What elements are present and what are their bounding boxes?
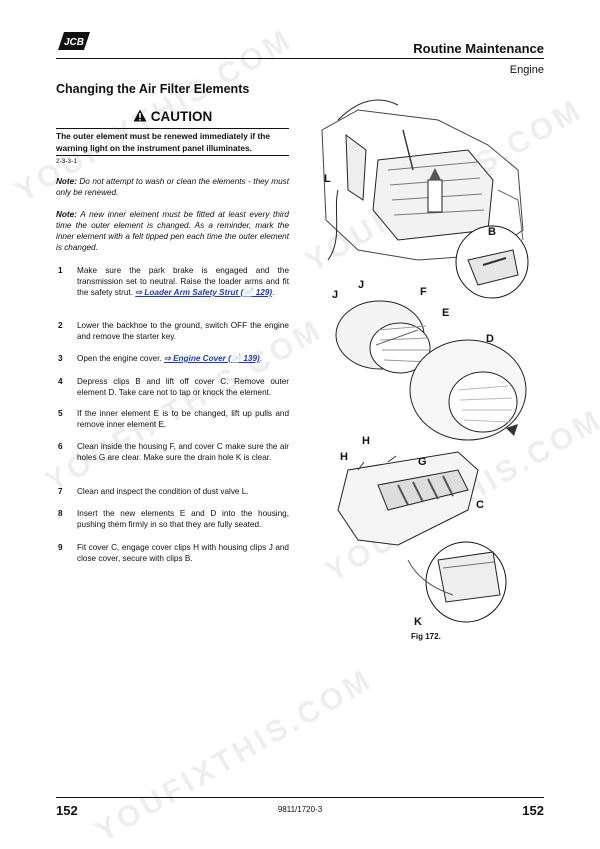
step-item: 5 If the inner element E is to be change… bbox=[58, 409, 289, 429]
svg-text:G: G bbox=[418, 456, 427, 468]
svg-text:K: K bbox=[414, 616, 422, 628]
step-item: 6 Clean inside the housing F, and cover … bbox=[58, 442, 289, 462]
warning-icon bbox=[133, 109, 147, 122]
svg-text:J: J bbox=[358, 279, 364, 291]
header-divider bbox=[56, 58, 544, 59]
svg-text:JCB: JCB bbox=[64, 37, 84, 48]
page-header-subtitle: Engine bbox=[509, 64, 544, 76]
figure-caption: Fig 172. bbox=[411, 632, 441, 641]
page-number-left: 152 bbox=[56, 803, 78, 818]
svg-text:C: C bbox=[476, 499, 484, 511]
jcb-logo: JCB bbox=[58, 32, 90, 50]
watermark: YOUFIXTHIS.COM bbox=[90, 662, 379, 849]
svg-text:F: F bbox=[420, 286, 427, 298]
section-title: Changing the Air Filter Elements bbox=[56, 82, 250, 96]
caution-text: The outer element must be renewed immedi… bbox=[56, 131, 270, 153]
svg-text:H: H bbox=[362, 435, 370, 447]
caution-label: CAUTION bbox=[150, 109, 213, 124]
svg-text:D: D bbox=[486, 333, 494, 345]
note: Note: A new inner element must be fitted… bbox=[56, 210, 289, 252]
svg-text:H: H bbox=[340, 451, 348, 463]
step-item: 1 Make sure the park brake is engaged an… bbox=[58, 266, 289, 297]
svg-text:J: J bbox=[332, 289, 338, 301]
svg-text:E: E bbox=[442, 307, 449, 319]
document-number: 9811/1720-3 bbox=[277, 805, 323, 814]
page-header-title: Routine Maintenance bbox=[413, 41, 544, 56]
caution-code: 2-3-3-1 bbox=[56, 158, 77, 165]
svg-text:L: L bbox=[324, 173, 331, 185]
step-item: 7 Clean and inspect the condition of dus… bbox=[58, 487, 249, 496]
step-item: 3 Open the engine cover. ⇨ Engine Cover … bbox=[58, 354, 263, 363]
step-item: 4 Depress clips B and lift off cover C. … bbox=[58, 377, 289, 397]
svg-text:B: B bbox=[488, 226, 496, 238]
step-item: 9 Fit cover C, engage cover clips H with… bbox=[58, 543, 289, 563]
air-filter-illustration: L B J J F E D H H G C K bbox=[321, 99, 529, 628]
loader-arm-strut-link[interactable]: ⇨ Loader Arm Safety Strut (📄 129) bbox=[135, 288, 273, 297]
caution-divider bbox=[56, 155, 289, 156]
step-item: 8 Insert the new elements E and D into t… bbox=[58, 509, 289, 529]
caution-heading: CAUTION bbox=[56, 109, 289, 124]
page-number-right: 152 bbox=[522, 803, 544, 818]
caution-divider bbox=[56, 128, 289, 129]
footer-divider bbox=[56, 797, 544, 798]
engine-cover-link[interactable]: ⇨ Engine Cover (📄 139) bbox=[163, 354, 260, 363]
note: Note: Do not attempt to wash or clean th… bbox=[56, 177, 289, 197]
step-item: 2 Lower the backhoe to the ground, switc… bbox=[58, 321, 289, 341]
